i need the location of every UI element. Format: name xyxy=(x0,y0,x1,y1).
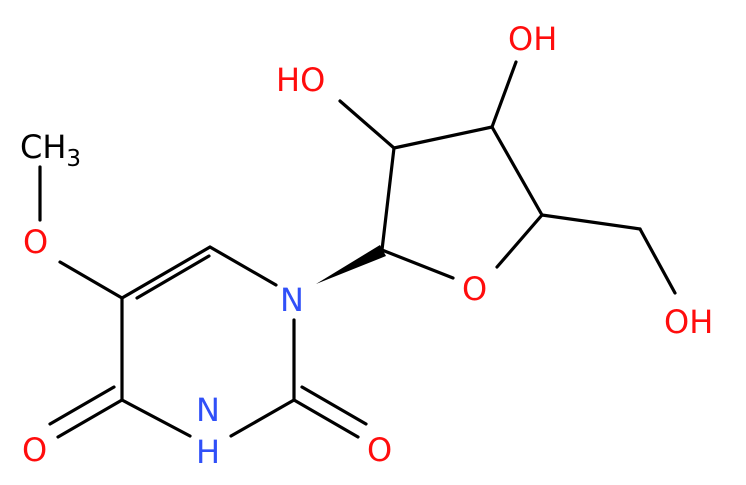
bonds xyxy=(38,60,677,439)
bond-n1-c1-wedge xyxy=(316,245,386,284)
label-n1: N xyxy=(280,281,304,319)
label-ether-o: O xyxy=(23,223,48,261)
label-methyl-c: CH xyxy=(20,128,66,166)
label-methyl-sub: 3 xyxy=(66,146,81,172)
bond-oring-c1 xyxy=(380,248,455,280)
label-methyl: CH3 xyxy=(20,128,81,172)
bond-c3p-c4p xyxy=(490,125,544,217)
label-oh-top: OH xyxy=(508,20,557,58)
label-carbonyl-o-left: O xyxy=(22,431,47,469)
bond-c2-n3 xyxy=(229,398,296,438)
bond-c3p-oh xyxy=(490,60,518,129)
bond-c6-n1 xyxy=(208,245,278,287)
bond-c2-o-b xyxy=(300,385,368,426)
atom-labels: HO OH OH CH3 O O N N H O O xyxy=(20,20,713,471)
bond-c4-o-a xyxy=(56,398,124,439)
label-carbonyl-o-right: O xyxy=(367,431,392,469)
bond-c5-c6-double xyxy=(135,254,211,300)
bond-c2-o-a xyxy=(292,398,360,439)
bond-c2p-c3p xyxy=(392,125,494,150)
bond-c4-o-b xyxy=(48,385,116,426)
label-oh-left: HO xyxy=(276,61,325,99)
bond-c5p-oh xyxy=(638,227,677,295)
label-oh-right: OH xyxy=(664,303,713,341)
label-n3-h: H xyxy=(196,433,220,471)
bond-n3-c4 xyxy=(120,398,192,438)
bond-c4p-c5p xyxy=(540,213,642,231)
label-ring-o: O xyxy=(462,270,487,308)
bond-c2p-oh xyxy=(338,99,396,150)
label-n3-n: N xyxy=(196,391,220,429)
bond-c5-c6 xyxy=(120,245,212,300)
bond-c4p-oring xyxy=(495,213,544,269)
bond-o-c5 xyxy=(58,260,124,300)
bond-c1-c2p xyxy=(380,146,396,252)
